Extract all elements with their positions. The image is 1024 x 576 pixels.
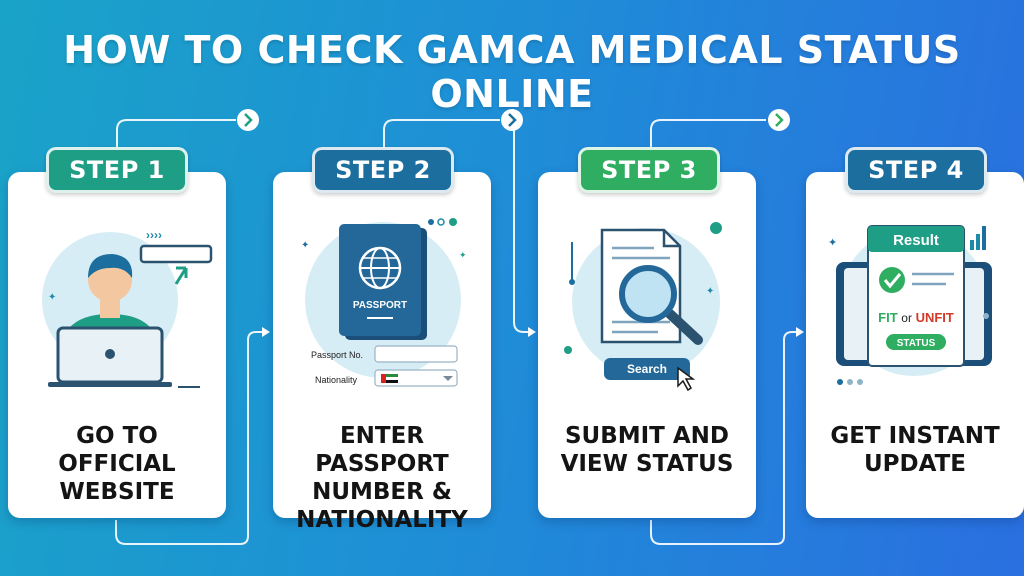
result-tablet-icon: Result FIT or UNFIT STATUS ✦ [828, 225, 992, 385]
step-card-2: PASSPORT Passport No. Nationality ✦ ✦ EN… [273, 172, 491, 533]
status-badge: STATUS [897, 338, 936, 349]
step-1-caption: GO TO OFFICIAL WEBSITE [58, 423, 176, 505]
fit-text: FIT [878, 310, 898, 325]
magnifier-document-icon: Search ✦ [564, 222, 722, 392]
step-card-3: Search ✦ SUBMIT AND VIEW STATUS [538, 172, 756, 518]
step-1-badge: STEP 1 [46, 147, 188, 193]
person-laptop-icon: ›››› ✦ [42, 228, 213, 388]
svg-text:✦: ✦ [828, 237, 837, 249]
step-card-1: ›››› ✦ GO TO OFFICIAL WEBSITE [8, 172, 226, 518]
step-2-caption: ENTER PASSPORT NUMBER & NATIONALITY [296, 423, 468, 533]
or-text: or [901, 311, 912, 325]
result-title: Result [893, 232, 939, 249]
svg-text:FIT or: FIT or UNFIT [878, 310, 954, 325]
svg-text:✦: ✦ [706, 286, 714, 297]
svg-text:✦: ✦ [459, 250, 467, 260]
unfit-text: UNFIT [916, 310, 954, 325]
passport-icon: PASSPORT Passport No. Nationality ✦ ✦ [301, 218, 467, 387]
next-arrow-icons [237, 109, 790, 131]
svg-text:››››: ›››› [146, 228, 162, 242]
step-3-badge: STEP 3 [578, 147, 720, 193]
svg-text:✦: ✦ [48, 292, 56, 303]
step-3-caption: SUBMIT AND VIEW STATUS [560, 423, 734, 477]
svg-text:✦: ✦ [301, 240, 309, 251]
search-button-label: Search [627, 362, 667, 376]
step-4-caption: GET INSTANT UPDATE [830, 423, 1000, 477]
passport-cover-text: PASSPORT [353, 300, 407, 311]
page-title: HOW TO CHECK GAMCA MEDICAL STATUS ONLINE [63, 28, 961, 116]
passport-number-label: Passport No. [311, 350, 363, 360]
step-2-badge: STEP 2 [312, 147, 454, 193]
nationality-label: Nationality [315, 375, 358, 385]
step-card-4: Result FIT or UNFIT STATUS ✦ GET INSTANT… [806, 172, 1024, 518]
step-4-badge: STEP 4 [845, 147, 987, 193]
